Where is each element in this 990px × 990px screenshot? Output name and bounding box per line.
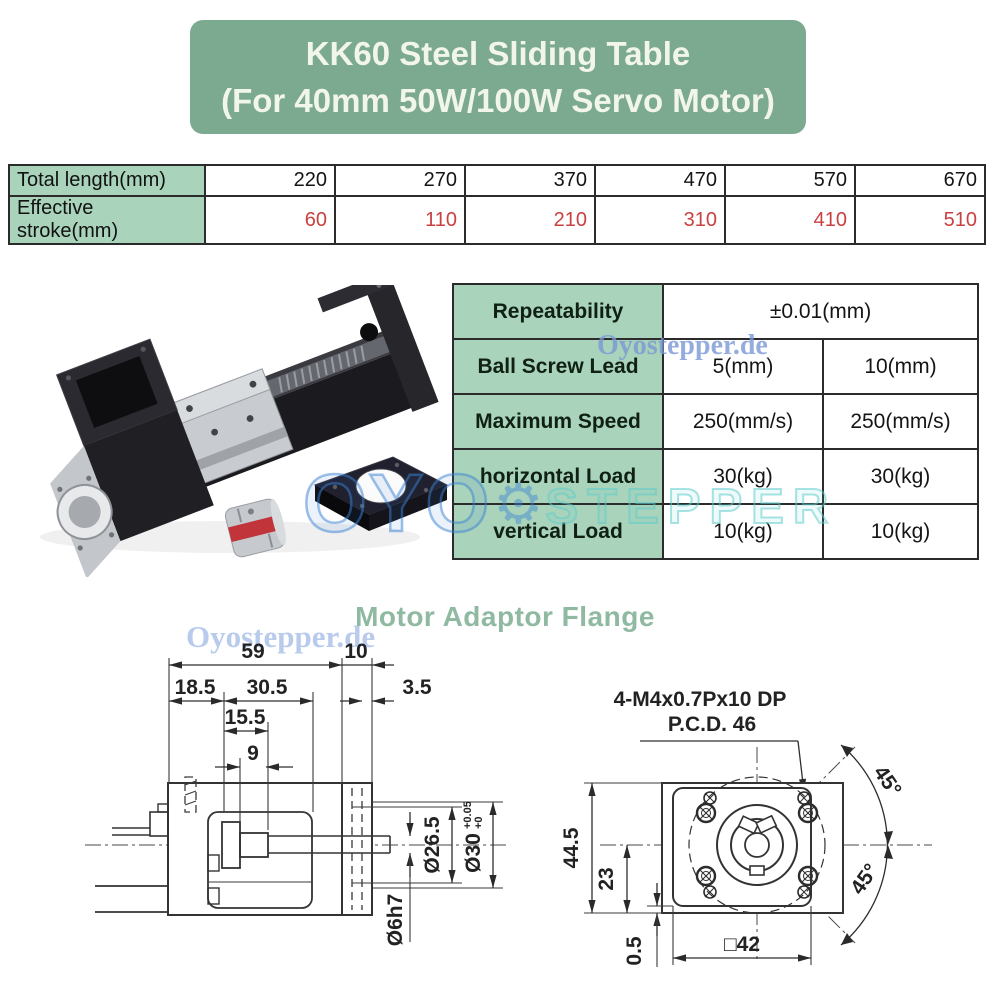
- dim-square-42: □42: [724, 933, 760, 956]
- carriage-block: [171, 368, 294, 485]
- flange-housing: [167, 782, 343, 916]
- title-banner: KK60 Steel Sliding Table (For 40mm 50W/1…: [190, 20, 806, 134]
- pcd-circle: [688, 776, 826, 914]
- spec-label: Repeatability: [452, 283, 664, 340]
- holes-label: 4-M4x0.7Px10 DP: [614, 688, 787, 711]
- linear-actuator: [50, 285, 439, 577]
- dim-d30-tol-lower: +0: [473, 816, 485, 829]
- spec-label: Ball Screw Lead: [452, 338, 664, 395]
- flange-plate: [341, 782, 373, 916]
- mounting-screws: [695, 791, 819, 899]
- table-row: Repeatability ±0.01(mm): [452, 283, 979, 340]
- dim-18.5: 18.5: [175, 676, 216, 699]
- spec-value: 250(mm/s): [662, 393, 824, 450]
- shaft-bore: [744, 832, 770, 858]
- spec-value: 5(mm): [662, 338, 824, 395]
- stroke-value: 310: [594, 195, 726, 245]
- dim-3.5: 3.5: [402, 676, 432, 699]
- length-value: 470: [594, 164, 726, 197]
- adaptor-flange-plate: [313, 456, 449, 531]
- spec-value: 10(kg): [822, 503, 979, 560]
- dim-d30-tol-upper: +0.05: [462, 801, 474, 829]
- dim-d30: Ø30: [462, 833, 485, 873]
- row-label: Total length(mm): [8, 164, 206, 197]
- length-value: 270: [334, 164, 466, 197]
- table-row: Ball Screw Lead 5(mm) 10(mm): [452, 338, 979, 395]
- dim-15.5: 15.5: [225, 706, 266, 729]
- shaft-coupling: [224, 498, 286, 558]
- stroke-value: 110: [334, 195, 466, 245]
- flange-side-section-drawing: 59 10 18.5 30.5 3.5 15.5 9 Ø26.5 Ø30 +0.…: [85, 640, 510, 947]
- dim-d30-group: Ø30 +0.05 +0: [462, 801, 485, 873]
- set-screw: [184, 776, 197, 813]
- dim-d26.5: Ø26.5: [421, 816, 444, 874]
- length-value: 570: [724, 164, 856, 197]
- dim-10: 10: [344, 640, 367, 663]
- flange-square-body: [672, 787, 812, 907]
- length-stroke-table: Total length(mm) 220 270 370 470 570 670…: [8, 164, 986, 245]
- dim-44.5: 44.5: [560, 827, 583, 868]
- motor-mount-block: [50, 338, 214, 577]
- dim-59: 59: [241, 640, 264, 663]
- spec-value: 30(kg): [662, 448, 824, 505]
- stroke-value: 410: [724, 195, 856, 245]
- pilot-boss-circle: [716, 804, 798, 886]
- length-value: 220: [204, 164, 336, 197]
- stroke-value: 60: [204, 195, 336, 245]
- spec-value: ±0.01(mm): [662, 283, 979, 340]
- shaft-hub: [239, 832, 269, 858]
- stroke-value: 210: [464, 195, 596, 245]
- dim-0.5: 0.5: [623, 936, 646, 966]
- section-title: Motor Adaptor Flange: [355, 601, 655, 632]
- end-bracket: [317, 285, 439, 412]
- spec-label: vertical Load: [452, 503, 664, 560]
- dim-9: 9: [247, 742, 259, 765]
- dim-30.5: 30.5: [247, 676, 288, 699]
- page-title: KK60 Steel Sliding Table: [305, 35, 691, 72]
- spec-label: horizontal Load: [452, 448, 664, 505]
- angle-45-top: 45°: [869, 762, 906, 801]
- spec-label: Maximum Speed: [452, 393, 664, 450]
- flange-front-view-drawing: 4-M4x0.7Px10 DP P.C.D. 46: [560, 688, 932, 967]
- spec-value: 10(mm): [822, 338, 979, 395]
- product-photo: [40, 285, 449, 577]
- length-value: 370: [464, 164, 596, 197]
- angle-arc: [840, 744, 889, 946]
- length-value: 670: [854, 164, 986, 197]
- pcd-label: P.C.D. 46: [668, 713, 756, 736]
- table-row: Maximum Speed 250(mm/s) 250(mm/s): [452, 393, 979, 450]
- spec-value: 30(kg): [822, 448, 979, 505]
- spec-value: 250(mm/s): [822, 393, 979, 450]
- dim-23: 23: [595, 867, 618, 890]
- dim-d6h7: Ø6h7: [384, 894, 407, 947]
- table-row: horizontal Load 30(kg) 30(kg): [452, 448, 979, 505]
- row-label: Effective stroke(mm): [8, 195, 206, 245]
- stroke-value: 510: [854, 195, 986, 245]
- page-subtitle: (For 40mm 50W/100W Servo Motor): [221, 82, 775, 119]
- motor-connector: [149, 811, 169, 837]
- spec-table: Repeatability ±0.01(mm) Ball Screw Lead …: [452, 283, 979, 560]
- table-row: Effective stroke(mm) 60 110 210 310 410 …: [8, 195, 986, 245]
- table-row: Total length(mm) 220 270 370 470 570 670: [8, 164, 986, 197]
- table-row: vertical Load 10(kg) 10(kg): [452, 503, 979, 560]
- spec-value: 10(kg): [662, 503, 824, 560]
